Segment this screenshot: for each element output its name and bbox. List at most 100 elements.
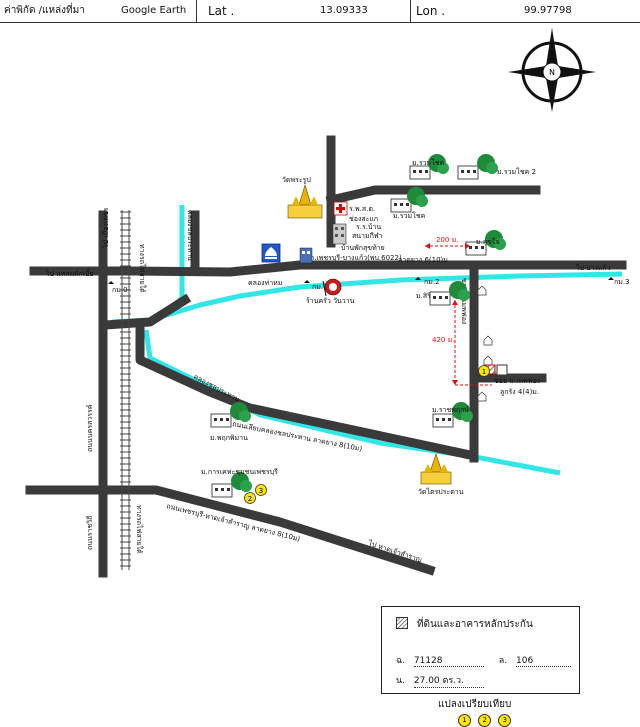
hospital-icon bbox=[333, 201, 348, 216]
km-marker-icon: กม.0 bbox=[108, 281, 128, 294]
lat-value: 13.09333 bbox=[320, 5, 368, 16]
coordinate-source-value: Google Earth bbox=[121, 5, 187, 16]
km-marker-label: กม.1 bbox=[312, 283, 328, 291]
road-label-nakhon: ถนนนครสวรรค์ bbox=[86, 404, 94, 452]
landmark-apartment: บ้านพักสุขท้าย bbox=[341, 244, 385, 252]
landmark-m-karun: ม.การเคหะชุมชนเพชรบุรี bbox=[201, 468, 278, 476]
lat-label: Lat . bbox=[208, 4, 235, 18]
village-icon bbox=[432, 402, 473, 428]
header-divider bbox=[196, 0, 197, 22]
km-marker-label: กม.3 bbox=[614, 278, 630, 286]
hatch-swatch-icon bbox=[396, 617, 408, 629]
road-label-to-phetchaburi: ไป เมืองเพชร bbox=[101, 207, 110, 249]
landmark-hospital: ร.พ.ส.ต. bbox=[349, 205, 375, 213]
comparable-number: 3 bbox=[259, 487, 263, 495]
north-arrow-icon: N bbox=[508, 28, 596, 112]
location-map: N ไป เมืองเพชร ทางรถไฟสายใต้ คลองชลประทา… bbox=[25, 28, 630, 578]
km-marker-icon: กม.3 bbox=[608, 277, 630, 286]
legend-title-row: ที่ดินและอาคารหลักประกัน bbox=[396, 617, 533, 632]
landmark-bank: อบต.เพชรบุรี-บางแก้ว(พบ.6022) bbox=[301, 254, 402, 262]
deed-label: ฉ. bbox=[396, 656, 405, 666]
legend-deed-row: ฉ. 71128 ล. 106 bbox=[396, 653, 572, 667]
landmark-m-phukphiman: ม.พฤกพิมาน bbox=[210, 434, 248, 442]
landmark-m-rachaphruek: ม.ราชพฤกษ์ bbox=[432, 406, 469, 414]
village-icon bbox=[211, 472, 252, 498]
area-label: น. bbox=[396, 676, 406, 686]
comparable-badge: 1 bbox=[458, 714, 471, 727]
legend-area-row: น. 27.00 ตร.ว. bbox=[396, 673, 484, 688]
comparables-label: แปลงเปรียบเทียบ bbox=[438, 699, 512, 710]
km-marker-label: กม.0 bbox=[112, 286, 128, 294]
landmark-school: ร.ร.บ้าน bbox=[356, 223, 381, 231]
house-icon bbox=[477, 285, 493, 402]
comparable-marker: 2 bbox=[244, 492, 256, 504]
landmark-m-ruamchok-2: ม.รวมโชค 2 bbox=[497, 167, 536, 176]
road-label-to-bang-kaeo: ไป บางแก้ว bbox=[575, 263, 611, 272]
road-label-to-laem-phak-bia: ไป แหลมผักเบี้ย bbox=[45, 267, 94, 278]
distance-420m: 420 ม. bbox=[432, 336, 454, 344]
railway-label-top: ทางรถไฟสายใต้ bbox=[138, 244, 147, 293]
lon-value: 99.97798 bbox=[524, 5, 572, 16]
road-label-paved: ลาดยาง 6(10)ม bbox=[398, 256, 448, 264]
comparable-number: 1 bbox=[482, 368, 486, 376]
km-marker-label: กม.2 bbox=[424, 278, 440, 286]
landmark-wat-phra-rup: วัดพระรูป bbox=[282, 176, 311, 184]
temple-icon bbox=[287, 183, 323, 219]
land-no-label: ล. bbox=[498, 656, 508, 666]
railway-track bbox=[120, 210, 131, 570]
km-marker-icon: กม.1 bbox=[304, 280, 328, 291]
road-diagonal bbox=[135, 320, 476, 461]
landmark-sanam-kila: สนามกีฬา bbox=[352, 232, 383, 240]
landmark-m-ruamchok: ม.รวมโชค bbox=[393, 211, 426, 220]
railway-label-bottom: ทางรถไฟสายใต้ bbox=[135, 505, 144, 554]
coordinate-header: ค่าพิกัด /แหล่งที่มา Google Earth Lat . … bbox=[0, 0, 640, 23]
landmark-m-ruamchok-3: ม.รวมโชค bbox=[412, 158, 445, 167]
deed-value: 71128 bbox=[413, 656, 484, 667]
village-icon bbox=[429, 281, 470, 306]
canal-label-upper: คลองชลประทาน bbox=[186, 210, 194, 261]
header-divider bbox=[410, 0, 411, 22]
coordinate-source-label: ค่าพิกัด /แหล่งที่มา bbox=[4, 5, 85, 16]
landmark-restaurant: ร้านครัว วันวาน bbox=[306, 297, 355, 305]
canal-label-tha-ma: คลองท่าหม bbox=[248, 279, 282, 287]
landmark-rong-sanak: ช่องสะแก bbox=[349, 215, 378, 223]
landmark-wat-tiraphan: วัดไตรประตาน bbox=[418, 487, 464, 496]
comparable-badge: 2 bbox=[478, 714, 492, 727]
temple-icon bbox=[420, 453, 452, 485]
land-no-value: 106 bbox=[516, 656, 572, 667]
comparable-marker: 3 bbox=[255, 484, 267, 496]
legend-box: ที่ดินและอาคารหลักประกัน ฉ. 71128 ล. 106… bbox=[381, 606, 580, 694]
restaurant-icon bbox=[322, 278, 342, 297]
soi-label: ซอย ม.เมพฟอง bbox=[494, 377, 540, 385]
landmark-m-sukjai: ม.สุขใจ bbox=[476, 237, 499, 246]
lon-label: Lon . bbox=[416, 4, 446, 18]
distance-annotation: 420 ม. bbox=[432, 300, 492, 386]
road-label-vertical: ถนนราชวิถี bbox=[86, 516, 94, 550]
road-network bbox=[25, 135, 627, 578]
village-icon bbox=[457, 154, 498, 180]
comparable-number: 2 bbox=[248, 495, 252, 503]
legend-title: ที่ดินและอาคารหลักประกัน bbox=[416, 619, 533, 630]
village-icon bbox=[390, 187, 428, 213]
office-building-icon bbox=[332, 223, 347, 245]
soi-label-vertical: ซอย ม.เมพฟอง bbox=[460, 278, 468, 324]
area-value: 27.00 ตร.ว. bbox=[413, 673, 484, 688]
road-upper-branch bbox=[325, 185, 541, 206]
comparable-badge: 3 bbox=[498, 714, 512, 727]
village-icon bbox=[210, 402, 251, 428]
soi-surface-label: ลูกรัง 4(4)ม. bbox=[500, 388, 539, 396]
comparables-list: 1 2 3 bbox=[458, 714, 515, 727]
road-south bbox=[25, 485, 436, 576]
road-left-loop bbox=[100, 293, 192, 330]
road-main-east-west bbox=[29, 260, 627, 277]
distance-200m: 200 ม. bbox=[436, 236, 458, 244]
bank-icon bbox=[261, 243, 281, 263]
km-marker-icon: กม.2 bbox=[415, 277, 440, 286]
north-label: N bbox=[549, 68, 555, 77]
village-icon bbox=[465, 230, 506, 256]
comparables-footer: แปลงเปรียบเทียบ 1 2 3 bbox=[438, 697, 515, 727]
village-icon bbox=[409, 154, 449, 180]
comparable-marker: 1 bbox=[478, 365, 490, 377]
apartment-icon bbox=[299, 247, 313, 264]
distance-annotation: 200 ม. bbox=[425, 236, 470, 249]
